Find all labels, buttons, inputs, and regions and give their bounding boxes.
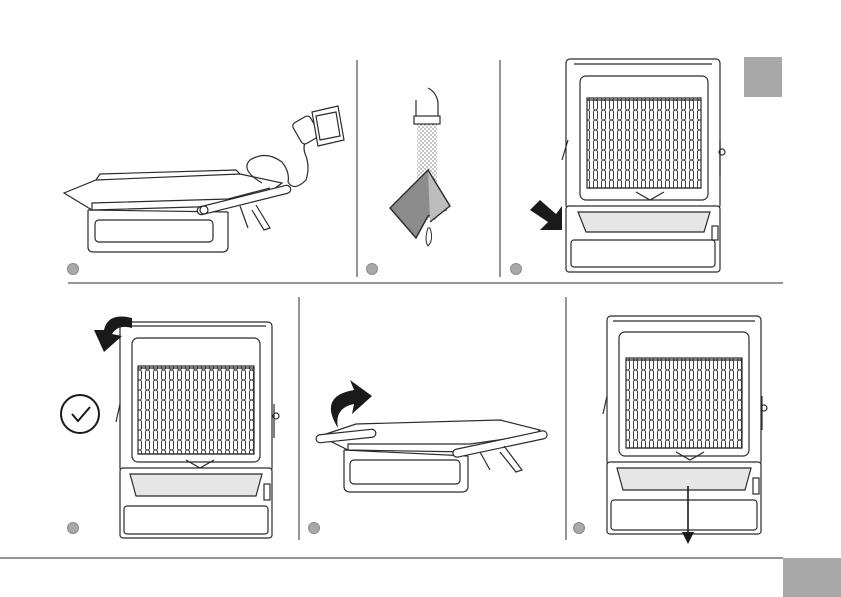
- step-marker-6: [573, 522, 585, 534]
- damp-cloth-icon: [390, 88, 450, 246]
- open-lid-arrow-icon: [331, 380, 372, 428]
- grill-closed-lid-open-icon: [316, 420, 548, 492]
- grill-close-lid-icon: [116, 322, 279, 538]
- grill-open-insert-plate-icon: [562, 59, 725, 272]
- step-marker-4: [67, 522, 79, 534]
- step-marker-2: [366, 263, 378, 275]
- grill-plugged-in-icon: [64, 106, 344, 252]
- step-marker-3: [510, 263, 522, 275]
- check-icon: [61, 395, 99, 433]
- insert-arrow-icon: [530, 200, 562, 230]
- grill-open-remove-plate-icon: [603, 316, 767, 534]
- step-marker-1: [67, 263, 79, 275]
- step-marker-5: [308, 522, 320, 534]
